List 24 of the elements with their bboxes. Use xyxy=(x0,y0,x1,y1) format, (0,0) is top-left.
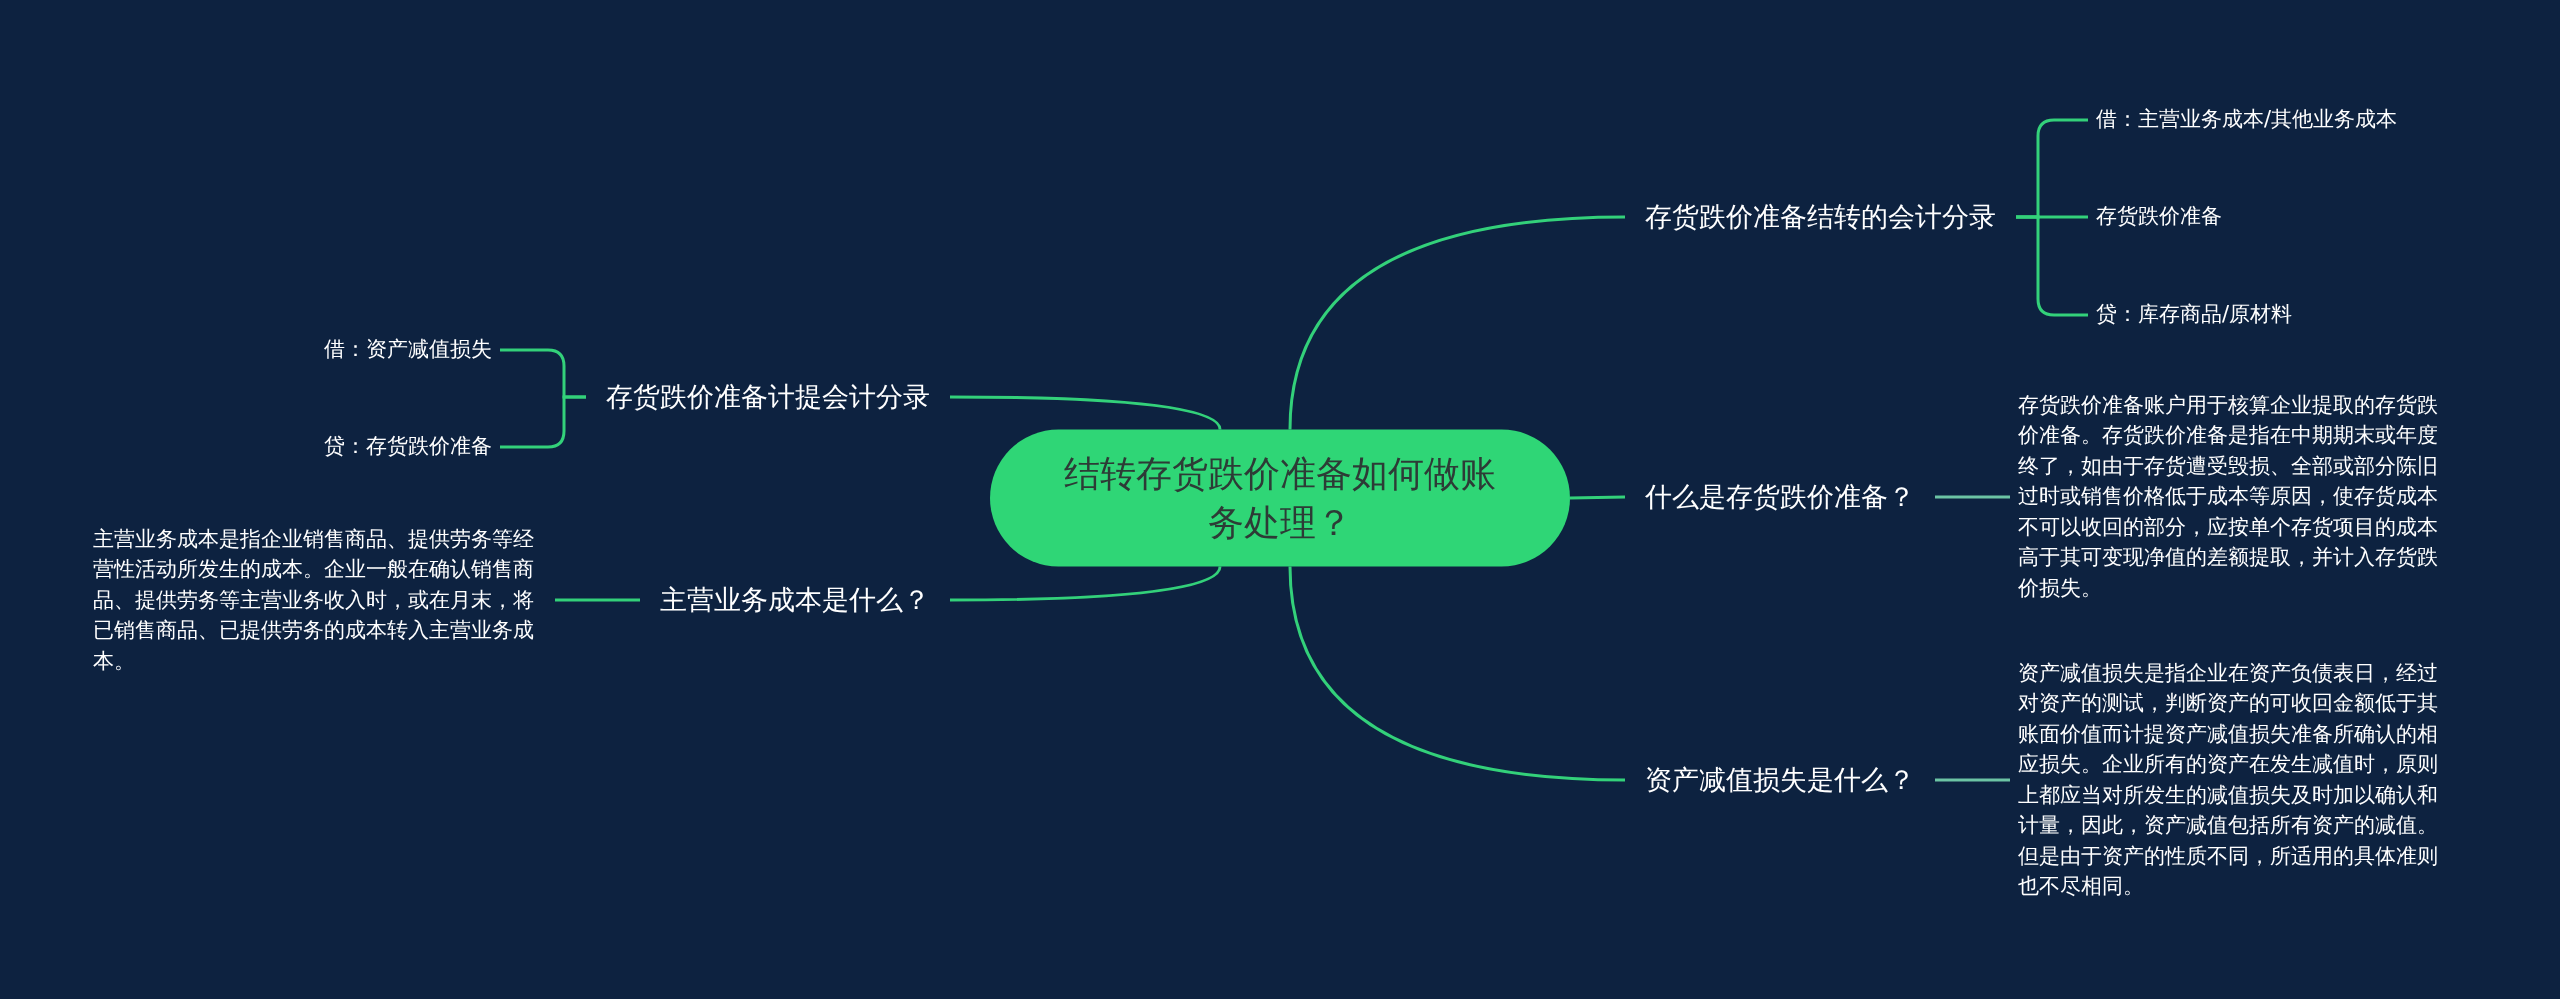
connector-line xyxy=(950,566,1222,602)
subtopic-text: 贷：库存商品/原材料 xyxy=(2088,295,2301,335)
description-text: 主营业务成本是指企业销售商品、提供劳务等经营性活动所发生的成本。企业一般在确认销售商品、提供劳务等主营业务收入时，或在月末，将已销售商品、已提供劳务的成本转入主营业务成本。 xyxy=(85,523,555,677)
connector-line xyxy=(1288,215,1626,430)
description-text: 资产减值损失是指企业在资产负债表日，经过对资产的测试，判断资产的可收回金额低于其账面价值而计提资产减值损失准备所确认的相应损失。企业所有的资产在发生减值时，原则上都应当对所发生的减值损失及时加以确认和计量，因此，资产减值包括所有资产的减值。但是由于资产的性质不同，所适用的具体准则也不尽相同。 xyxy=(2010,658,2465,902)
connector-line xyxy=(1935,778,2010,782)
central-topic: 结转存货跌价准备如何做账务处理？ xyxy=(990,429,1570,567)
description-text: 存货跌价准备账户用于核算企业提取的存货跌价准备。存货跌价准备是指在中期期末或年度终了，如由于存货遭受毁损、全部或部分陈旧过时或销售价格低于成本等原因，使存货成本不可以收回的部分，应按单个存货项目的成本高于其可变现净值的差额提取，并计入存货跌价损失。 xyxy=(2010,390,2465,604)
subtopic-text: 借：主营业务成本/其他业务成本 xyxy=(2088,100,2406,140)
connector-line xyxy=(2016,215,2088,317)
subtopic-text: 存货跌价准备 xyxy=(2088,197,2230,237)
connector-line xyxy=(500,395,586,449)
subtopic-text: 借：资产减值损失 xyxy=(316,330,500,370)
connector-line xyxy=(1569,495,1626,500)
connector-line xyxy=(950,395,1222,430)
subtopic-text: 贷：存货跌价准备 xyxy=(316,427,500,467)
connector-line xyxy=(1935,495,2010,499)
topic-text: 主营业务成本是什么？ xyxy=(640,571,950,629)
connector-line xyxy=(555,598,640,602)
topic-text: 什么是存货跌价准备？ xyxy=(1625,468,1935,526)
topic-text: 存货跌价准备计提会计分录 xyxy=(586,368,950,426)
topic-text: 资产减值损失是什么？ xyxy=(1625,751,1935,809)
connector-line xyxy=(1288,566,1626,782)
topic-text: 存货跌价准备结转的会计分录 xyxy=(1625,188,2016,246)
